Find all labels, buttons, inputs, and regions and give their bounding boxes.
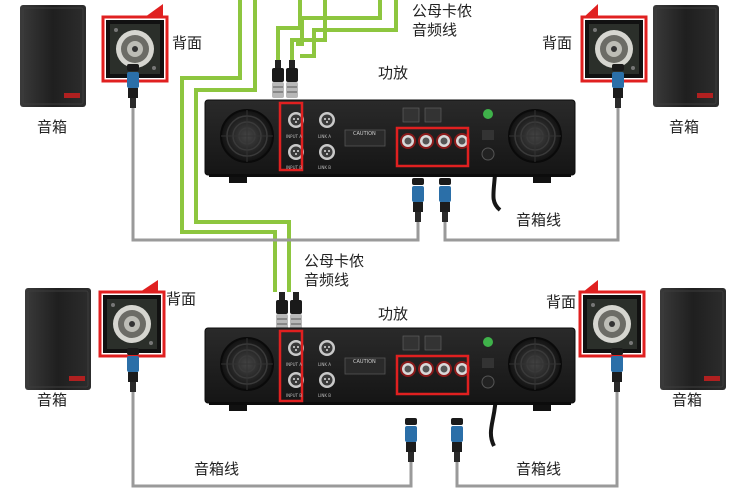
speaker-cables — [131, 96, 620, 488]
back-label: 背面 — [172, 34, 203, 52]
xlr-plug-icon — [290, 292, 302, 330]
input-b-text: INPUT B — [286, 393, 302, 398]
speaker-cable-label: 音箱线 — [516, 460, 562, 478]
back-label: 背面 — [166, 290, 197, 308]
link-b-text: LINK B — [318, 165, 332, 170]
caution-text: CAUTION — [353, 131, 376, 137]
speakon-plug-icon — [612, 64, 624, 108]
speakon-plug-icon — [127, 348, 139, 392]
back-label: 背面 — [542, 34, 573, 52]
input-highlight — [278, 329, 304, 403]
input-a-text: INPUT A — [286, 134, 302, 139]
power-amplifier-icon — [205, 328, 575, 411]
back-label: 背面 — [546, 293, 577, 311]
speaker-label: 音箱 — [669, 118, 700, 136]
speakon-plug-icon — [405, 418, 417, 462]
xlr-cable-label-line1: 公母卡侬 — [304, 252, 365, 270]
caution-text: CAUTION — [353, 359, 376, 365]
xlr-plug-icon — [276, 292, 288, 330]
output-highlight — [395, 126, 470, 168]
xlr-cable-label-line2: 音频线 — [304, 271, 350, 289]
xlr-audio-cables — [180, 0, 398, 292]
xlr-cable-label-line1: 公母卡侬 — [412, 2, 473, 20]
input-b-text: INPUT B — [286, 165, 302, 170]
power-amplifier-icon — [205, 100, 575, 183]
speaker-icon — [19, 4, 87, 108]
speakon-plug-icon — [451, 418, 463, 462]
speakon-socket-icon — [98, 280, 166, 358]
amplifier-label: 功放 — [378, 64, 409, 82]
speakon-plug-icon — [611, 348, 623, 392]
xlr-cable-label-line2: 音频线 — [412, 21, 458, 39]
speaker-cable-label: 音箱线 — [516, 211, 562, 229]
speaker-icon — [652, 4, 720, 108]
xlr-plug-icon — [272, 60, 284, 98]
speaker-icon — [24, 287, 92, 391]
link-a-text: LINK A — [318, 362, 332, 367]
speakon-socket-icon — [578, 280, 646, 358]
amplifier-label: 功放 — [378, 305, 409, 323]
xlr-plug-icon — [286, 60, 298, 98]
speaker-label: 音箱 — [672, 391, 703, 409]
speakon-plug-icon — [412, 178, 424, 222]
speakon-plug-icon — [127, 64, 139, 108]
speaker-label: 音箱 — [37, 391, 68, 409]
input-highlight — [278, 101, 304, 172]
link-a-text: LINK A — [318, 134, 332, 139]
speakon-plug-icon — [439, 178, 451, 222]
speaker-label: 音箱 — [37, 118, 68, 136]
speaker-cable-label: 音箱线 — [194, 460, 240, 478]
input-a-text: INPUT A — [286, 362, 302, 367]
link-b-text: LINK B — [318, 393, 332, 398]
output-highlight — [395, 354, 470, 396]
speaker-icon — [659, 287, 727, 391]
